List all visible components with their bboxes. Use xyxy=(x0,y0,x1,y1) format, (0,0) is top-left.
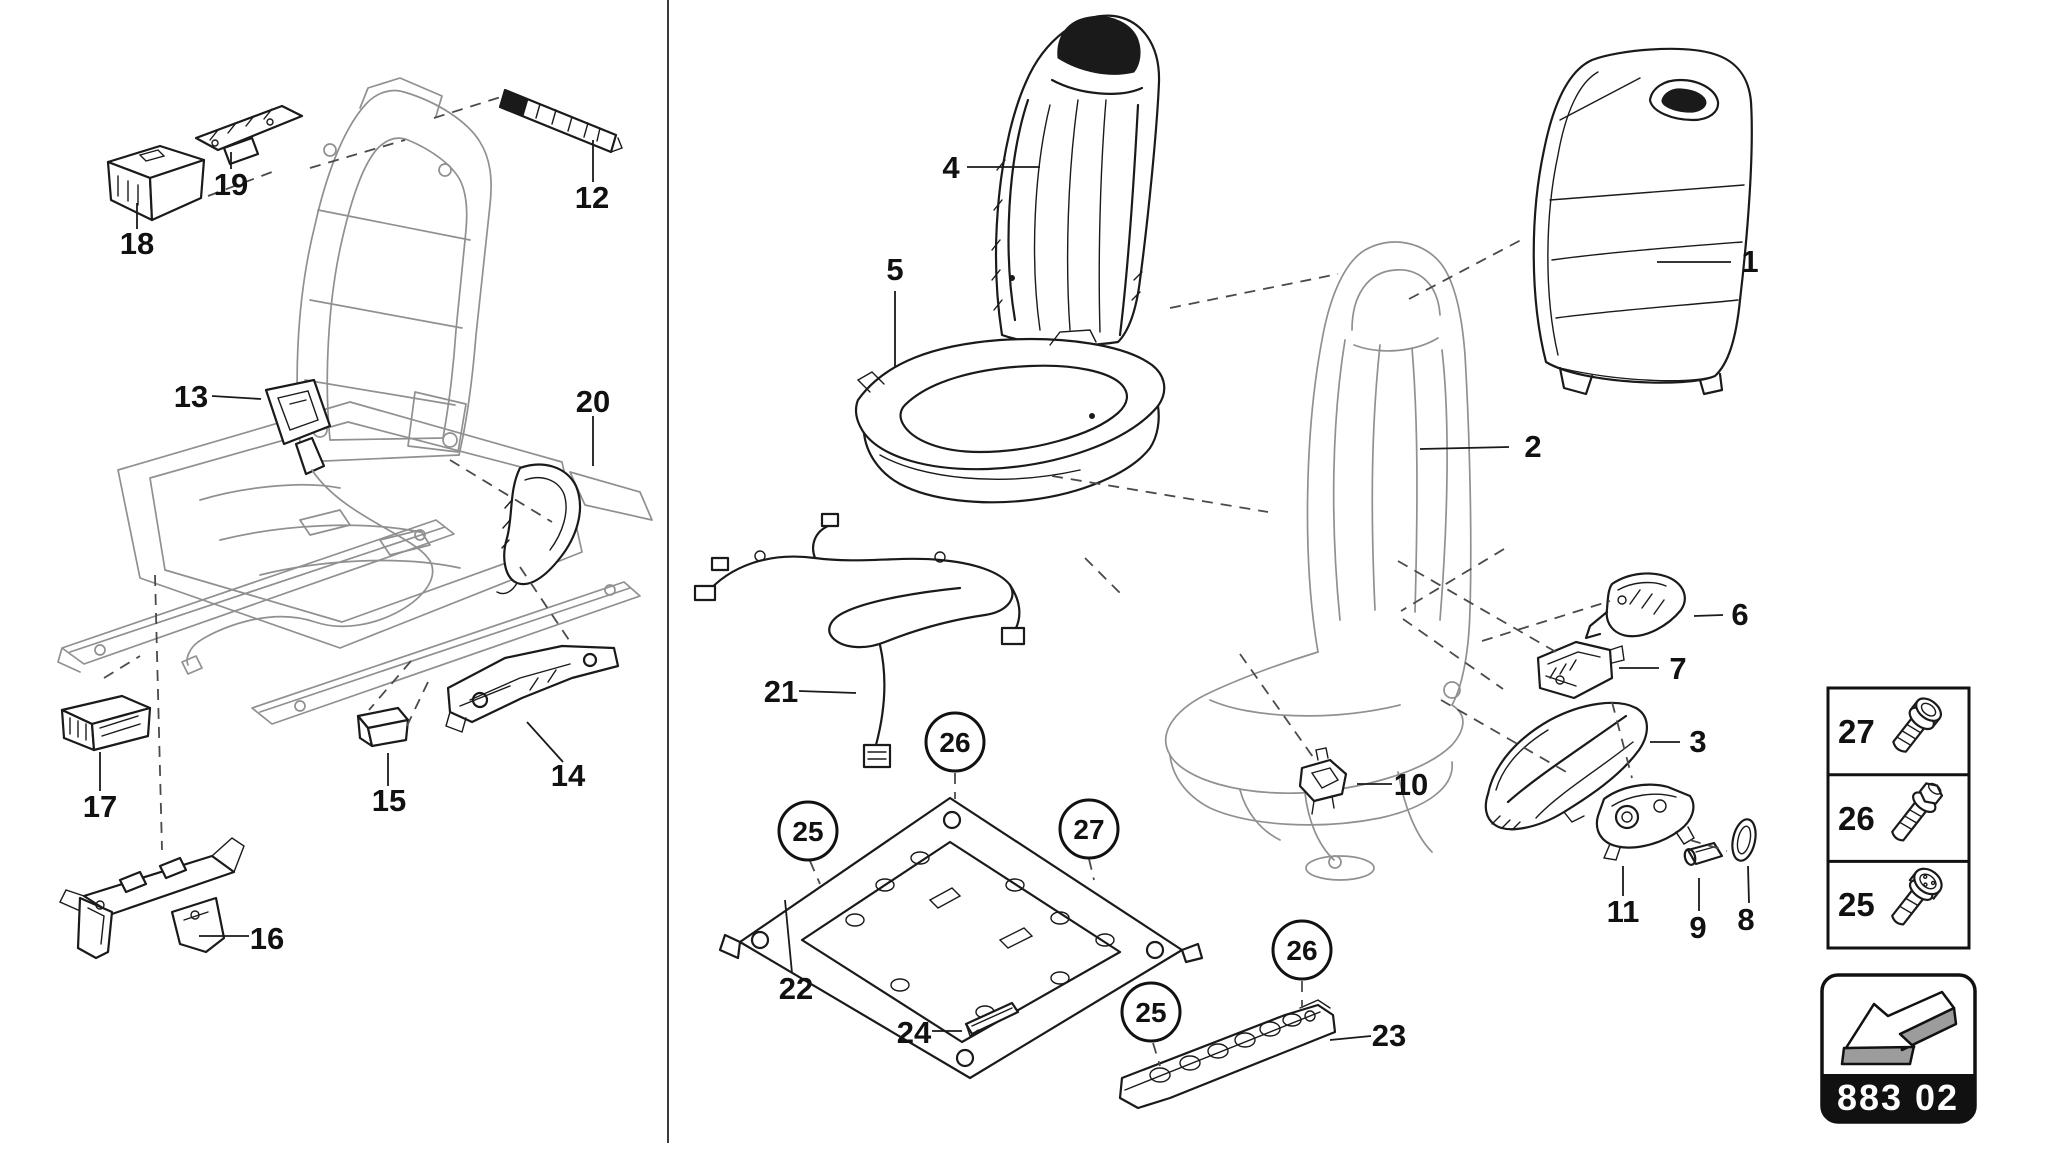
left-alignment-dashes xyxy=(103,95,572,851)
legend-row-25[interactable]: 25 xyxy=(1838,864,1947,932)
right-leader-lines xyxy=(1357,261,1750,911)
part-14-side-bracket xyxy=(445,644,620,733)
callout-7[interactable]: 7 xyxy=(1669,651,1686,686)
part-7-adjuster-bracket xyxy=(1536,640,1625,700)
exploded-view-arrow-icon xyxy=(1840,990,1958,1066)
right-panel: 1 2 6 7 3 10 11 9 8 xyxy=(1165,47,1759,945)
callout-21[interactable]: 21 xyxy=(764,674,798,709)
callout-22[interactable]: 22 xyxy=(779,971,813,1006)
part-17-control-module xyxy=(60,694,152,752)
badge-code-band xyxy=(1822,1074,1975,1122)
circled-callout-26-b[interactable]: 26 xyxy=(1271,919,1333,981)
callout-8[interactable]: 8 xyxy=(1737,902,1754,937)
legend-row-26[interactable]: 26 xyxy=(1838,778,1947,846)
callout-20[interactable]: 20 xyxy=(576,384,610,419)
callout-11[interactable]: 11 xyxy=(1607,894,1640,929)
part-19-bracket xyxy=(194,104,304,166)
callout-2[interactable]: 2 xyxy=(1524,429,1541,464)
callout-12[interactable]: 12 xyxy=(575,180,609,215)
legend-box xyxy=(1826,686,1971,950)
callout-16[interactable]: 16 xyxy=(250,921,284,956)
callout-3[interactable]: 3 xyxy=(1689,724,1706,759)
circled-callout-25-a[interactable]: 25 xyxy=(777,800,839,862)
callout-1[interactable]: 1 xyxy=(1741,244,1758,279)
part-9-pin xyxy=(1683,841,1724,866)
svg-text:26: 26 xyxy=(1286,935,1317,966)
circled-callout-25-b[interactable]: 25 xyxy=(1120,981,1182,1043)
part-22-subframe xyxy=(718,796,1204,1080)
socket-flange-bolt-icon xyxy=(1892,697,1942,753)
part-20-side-trim xyxy=(496,463,582,595)
svg-text:25: 25 xyxy=(792,816,823,847)
part-23-perforated-rail xyxy=(1118,999,1337,1110)
part-11-latch-assembly xyxy=(1595,783,1695,861)
circled-callout-27-a[interactable]: 27 xyxy=(1058,798,1120,860)
callout-13[interactable]: 13 xyxy=(174,379,208,414)
callout-19[interactable]: 19 xyxy=(214,167,248,202)
part-21-wiring-harness xyxy=(693,512,1026,769)
left-panel: 18 19 12 13 20 17 15 14 16 xyxy=(57,77,653,960)
torx-flange-bolt-icon xyxy=(1891,867,1943,926)
callout-15[interactable]: 15 xyxy=(372,783,406,818)
center-alignment-dashes xyxy=(809,273,1339,1067)
legend-ref-27: 27 xyxy=(1838,713,1875,750)
page-badge[interactable]: 883 02 xyxy=(1820,973,1977,1124)
part-18-module xyxy=(106,144,206,222)
svg-text:25: 25 xyxy=(1135,997,1166,1028)
callout-6[interactable]: 6 xyxy=(1731,597,1748,632)
part-12-ribbed-strip xyxy=(498,88,623,154)
left-leader-lines xyxy=(99,140,594,937)
part-2-complete-seat xyxy=(1165,241,1472,881)
callout-18[interactable]: 18 xyxy=(120,226,154,261)
center-panel: 4 5 21 22 24 23 26 25 27 26 25 xyxy=(693,14,1406,1110)
fastener-legend: 27 26 25 xyxy=(1826,686,1971,950)
part-4-backrest-cushion xyxy=(991,14,1161,347)
part-8-trim-cap xyxy=(1731,818,1757,862)
callout-9[interactable]: 9 xyxy=(1689,910,1706,945)
part-3-side-panel xyxy=(1484,701,1648,831)
callout-23[interactable]: 23 xyxy=(1372,1018,1406,1053)
legend-ref-25: 25 xyxy=(1838,886,1875,923)
part-6-clamp-bracket xyxy=(1584,572,1686,640)
callout-5[interactable]: 5 xyxy=(886,252,903,287)
part-10-clip xyxy=(1298,747,1348,815)
callout-17[interactable]: 17 xyxy=(83,789,117,824)
callout-10[interactable]: 10 xyxy=(1394,767,1428,802)
part-1-backrest-shell xyxy=(1532,47,1753,396)
part-24-strip xyxy=(964,1001,1020,1038)
part-13-belt-buckle xyxy=(181,378,434,675)
hex-flange-bolt-icon xyxy=(1891,782,1944,842)
badge-code: 883 02 xyxy=(1837,1077,1959,1118)
svg-text:26: 26 xyxy=(939,727,970,758)
callout-4[interactable]: 4 xyxy=(942,150,960,185)
legend-row-27[interactable]: 27 xyxy=(1838,694,1945,758)
center-leader-lines xyxy=(784,166,1372,1041)
legend-ref-26: 26 xyxy=(1838,800,1875,837)
backrest-frame-sketch xyxy=(296,77,492,463)
right-alignment-dashes xyxy=(1239,239,1728,852)
callout-14[interactable]: 14 xyxy=(551,758,586,793)
part-15-small-module xyxy=(356,706,410,748)
part-16-floor-bracket xyxy=(59,837,245,960)
part-5-seat-cushion xyxy=(854,329,1166,504)
callout-24[interactable]: 24 xyxy=(897,1015,932,1050)
svg-text:27: 27 xyxy=(1073,814,1104,845)
circled-callout-26-a[interactable]: 26 xyxy=(924,711,986,773)
